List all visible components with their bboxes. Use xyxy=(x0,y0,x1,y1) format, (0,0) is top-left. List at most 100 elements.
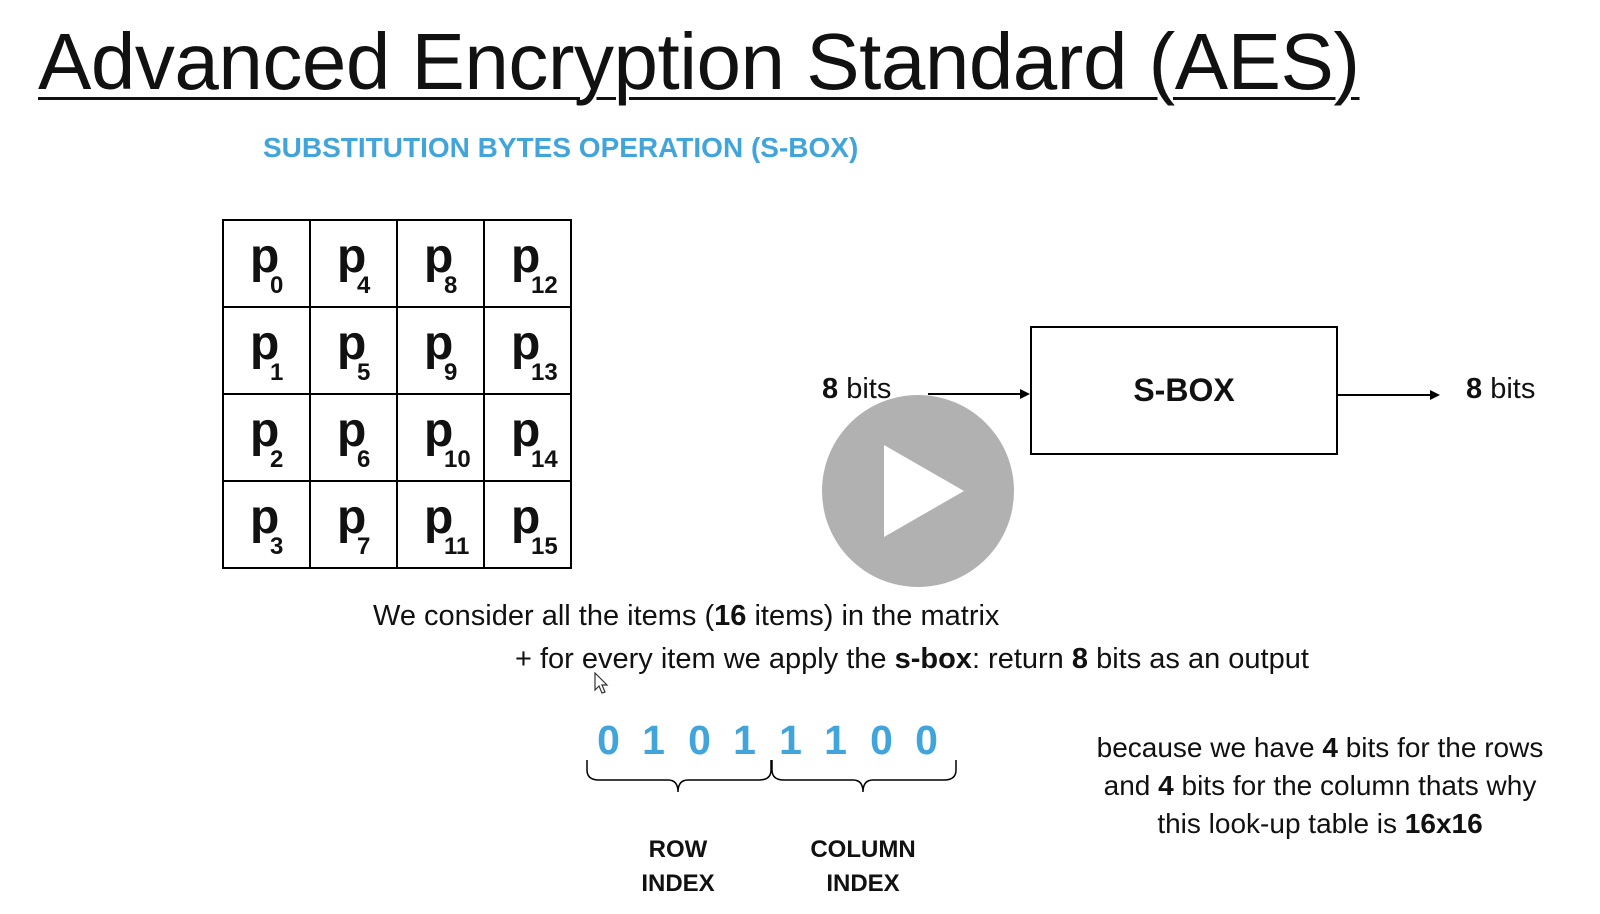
bit-digit: 1 xyxy=(642,717,665,763)
cell-index: 5 xyxy=(357,359,371,386)
slide-subtitle: SUBSTITUTION BYTES OPERATION (S-BOX) xyxy=(263,132,859,163)
input-arrow-head-icon xyxy=(1020,389,1030,399)
cell-letter: p xyxy=(424,404,454,457)
explanation-bold: 16x16 xyxy=(1404,808,1483,839)
explanation-line-3: this look-up table is 16x16 xyxy=(1060,805,1580,843)
description-bold: s-box xyxy=(894,643,972,675)
cell-index: 7 xyxy=(357,533,371,560)
row-brace-icon xyxy=(586,760,772,793)
description-line-2: + for every item we apply the s-box: ret… xyxy=(515,643,1309,676)
cell-index: 12 xyxy=(531,272,558,299)
description-text: We consider all the items ( xyxy=(373,600,715,632)
output-bits-unit: bits xyxy=(1490,373,1536,405)
input-arrow-line xyxy=(928,393,1022,395)
cell-letter: p xyxy=(424,230,454,283)
cell-letter: p xyxy=(337,230,367,283)
bit-digit: 0 xyxy=(688,717,711,763)
cell-letter: p xyxy=(511,230,541,283)
row-index-label: ROW INDEX xyxy=(618,833,738,901)
cell-letter: p xyxy=(511,317,541,370)
cell-index: 6 xyxy=(357,446,371,473)
cell-letter: p xyxy=(250,491,280,544)
input-bits-count: 8 xyxy=(822,373,839,405)
bit-digit: 0 xyxy=(870,717,893,763)
explanation-text: because we have 4 bits for the rows and … xyxy=(1060,729,1580,843)
cell-index: 10 xyxy=(444,446,471,473)
bit-digit: 0 xyxy=(597,717,620,763)
sbox-label: S-BOX xyxy=(1133,372,1235,408)
cell-index: 3 xyxy=(270,533,284,560)
cell-letter: p xyxy=(250,404,280,457)
play-icon xyxy=(884,445,964,537)
bit-digit: 0 xyxy=(915,717,938,763)
bit-digit: 1 xyxy=(824,717,847,763)
explanation-text-part: this look-up table is xyxy=(1157,808,1405,839)
output-bits-label: 8 bits xyxy=(1466,373,1535,406)
cell-index: 14 xyxy=(531,446,558,473)
explanation-text-part: bits for the column thats why xyxy=(1173,770,1537,801)
slide-title: Advanced Encryption Standard (AES) xyxy=(38,17,1360,106)
cell-index: 2 xyxy=(270,446,284,473)
mouse-pointer-icon xyxy=(594,672,609,694)
explanation-text-part: because we have xyxy=(1096,732,1323,763)
row-index-label-line: ROW xyxy=(648,836,708,863)
sbox-block: S-BOX xyxy=(1030,326,1338,455)
explanation-text-part: and xyxy=(1103,770,1159,801)
cell-index: 15 xyxy=(531,533,558,560)
explanation-line-1: because we have 4 bits for the rows xyxy=(1060,729,1580,767)
description-line-1: We consider all the items (16 items) in … xyxy=(373,600,999,633)
cell-letter: p xyxy=(424,491,454,544)
description-text: bits as an output xyxy=(1088,643,1309,675)
output-arrow-head-icon xyxy=(1430,390,1440,400)
cell-letter: p xyxy=(511,491,541,544)
description-bold: 16 xyxy=(714,600,747,632)
column-index-label: COLUMN INDEX xyxy=(793,833,933,901)
description-bold: 8 xyxy=(1071,643,1089,675)
column-index-label-line: INDEX xyxy=(826,870,900,897)
cell-letter: p xyxy=(250,317,280,370)
explanation-line-2: and 4 bits for the column thats why xyxy=(1060,767,1580,805)
cell-index: 4 xyxy=(357,272,371,299)
output-bits-count: 8 xyxy=(1466,373,1483,405)
row-index-label-line: INDEX xyxy=(641,870,715,897)
output-arrow-line xyxy=(1338,394,1432,396)
description-text: items) in the matrix xyxy=(746,600,1000,632)
cell-letter: p xyxy=(424,317,454,370)
play-button[interactable] xyxy=(822,395,1014,587)
cell-index: 13 xyxy=(531,359,558,386)
column-index-label-line: COLUMN xyxy=(810,836,916,863)
cell-letter: p xyxy=(511,404,541,457)
column-brace-icon xyxy=(771,760,957,793)
cell-index: 0 xyxy=(270,272,284,299)
input-bits-unit: bits xyxy=(846,373,892,405)
description-text: : return xyxy=(971,643,1072,675)
description-text: + for every item we apply the xyxy=(515,643,895,675)
explanation-bold: 4 xyxy=(1158,770,1174,801)
cell-letter: p xyxy=(337,491,367,544)
bit-digit: 1 xyxy=(733,717,756,763)
explanation-bold: 4 xyxy=(1322,732,1338,763)
input-bits-label: 8 bits xyxy=(822,373,891,406)
cell-index: 8 xyxy=(444,272,458,299)
cell-index: 9 xyxy=(444,359,458,386)
bit-digit: 1 xyxy=(779,717,802,763)
